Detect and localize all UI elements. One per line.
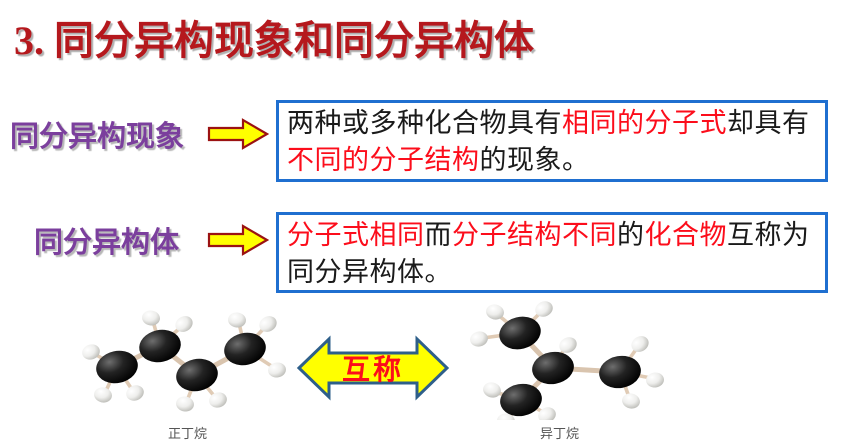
definition-segment-highlight: 化合物 [644, 220, 727, 250]
definition-segment-highlight: 分子式相同 [287, 220, 425, 250]
definition-segment: 互称为同分异构体。 [287, 220, 810, 287]
definition-segment: 却具有 [727, 108, 810, 138]
definition-segment: 而 [424, 220, 452, 250]
molecule-caption-iso-butane: 异丁烷 [540, 426, 580, 441]
page-title: 3. 同分异构现象和同分异构体 [14, 18, 534, 63]
definition-segment-highlight: 分子结构不同 [452, 220, 617, 250]
definition-box-isomer: 分子式相同而分子结构不同的化合物互称为同分异构体。 [276, 212, 828, 293]
definition-segment: 的现象。 [479, 145, 590, 175]
right-arrow-icon [207, 224, 269, 256]
n-butane-ball-and-stick-model [82, 310, 286, 412]
double-headed-arrow-icon [296, 335, 450, 401]
definition-box-isomerism-phenomenon: 两种或多种化合物具有相同的分子式却具有不同的分子结构的现象。 [276, 100, 828, 182]
definition-text: 分子式相同而分子结构不同的化合物互称为同分异构体。 [287, 217, 819, 291]
definition-text: 两种或多种化合物具有相同的分子式却具有不同的分子结构的现象。 [287, 105, 819, 179]
term-label-isomerism-phenomenon: 同分异构现象 [10, 121, 185, 153]
definition-segment: 的 [617, 220, 645, 250]
right-arrow-icon [207, 118, 269, 150]
definition-segment-highlight: 不同的分子结构 [287, 145, 480, 175]
iso-butane-ball-and-stick-model [470, 301, 664, 420]
definition-segment-highlight: 相同的分子式 [562, 108, 727, 138]
molecule-caption-n-butane: 正丁烷 [168, 426, 208, 441]
definition-segment: 两种或多种化合物具有 [287, 108, 562, 138]
term-label-isomer: 同分异构体 [34, 227, 180, 259]
